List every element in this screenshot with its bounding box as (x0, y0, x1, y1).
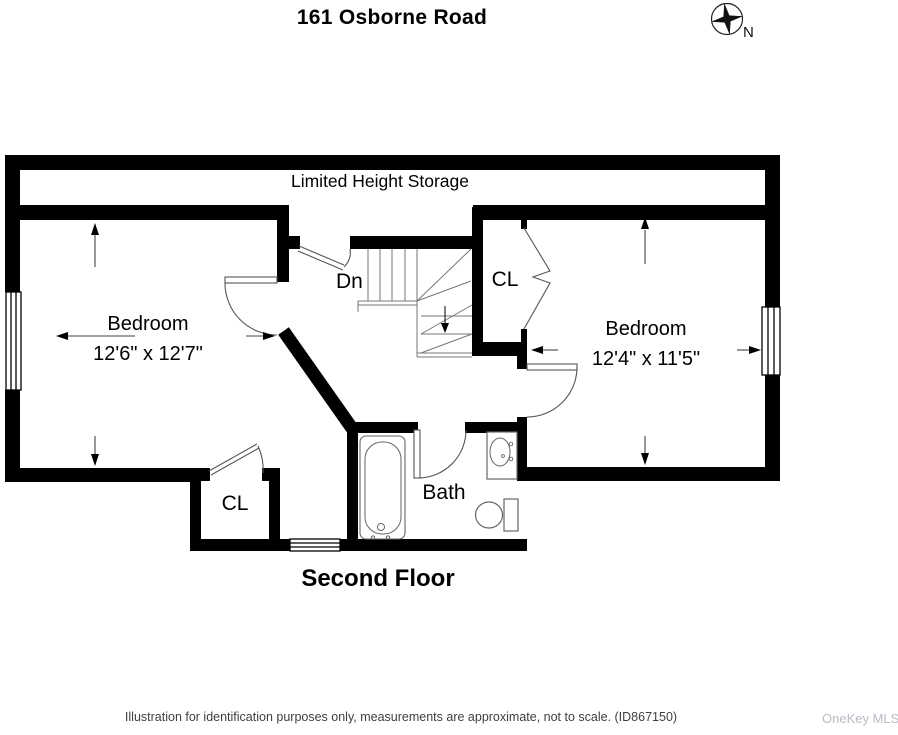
bedroom-left-label: Bedroom 12'6" x 12'7" (48, 309, 248, 369)
bath-label: Bath (422, 481, 466, 504)
diagonal-wall (278, 327, 358, 433)
compass-north-label: N (743, 24, 754, 41)
bedroom-right-label: Bedroom 12'4" x 11'5" (546, 314, 746, 374)
bedroom-left-dimensions: 12'6" x 12'7" (93, 343, 203, 365)
closet-right-label: CL (491, 268, 519, 291)
bath-fixtures-group (359, 431, 519, 540)
storage-label: Limited Height Storage (290, 171, 470, 191)
dimension-arrows-group (56, 217, 761, 466)
walls-group (5, 155, 780, 551)
stairs-group (357, 248, 473, 358)
sink-icon (486, 431, 518, 480)
page-title: 161 Osborne Road (296, 6, 488, 29)
stairs-label: Dn (336, 270, 363, 293)
windows-group (5, 291, 781, 552)
bedroom-left-name: Bedroom (107, 313, 189, 335)
compass-icon (710, 2, 744, 36)
floor-title: Second Floor (301, 565, 455, 592)
bedroom-right-dimensions: 12'4" x 11'5" (591, 348, 701, 370)
disclaimer-text: Illustration for identification purposes… (124, 710, 678, 724)
bedroom-right-name: Bedroom (605, 318, 687, 340)
toilet-icon (474, 498, 519, 532)
watermark-text: OneKey MLS (822, 711, 898, 726)
doors-group (208, 227, 578, 479)
closet-left-label: CL (221, 492, 249, 515)
bathtub-icon (359, 435, 406, 540)
